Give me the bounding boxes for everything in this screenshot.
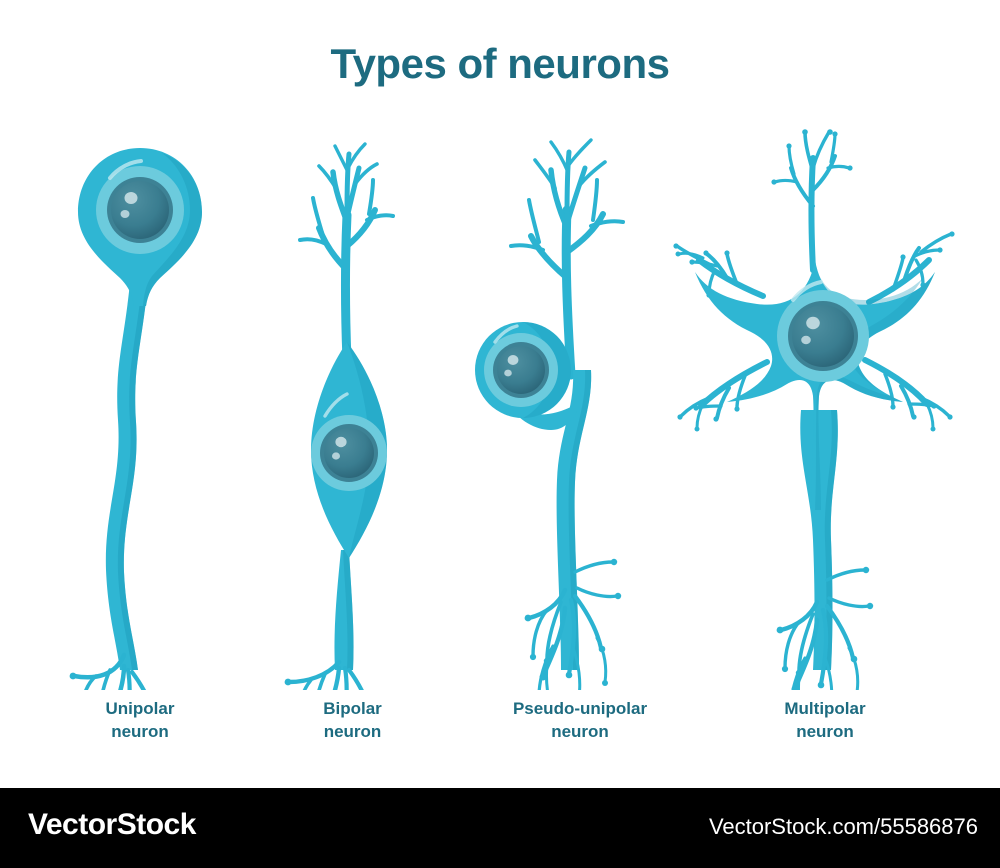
multipolar-neuron-icon [673,129,955,734]
stalk [509,406,577,430]
axon-shadow [343,550,354,670]
unipolar-neuron-figure [40,110,240,779]
bipolar-neuron-figure [255,110,450,782]
soma-gloss [791,280,823,302]
vectorstock-brand: VectorStock [28,808,196,841]
dendrites-upper-right [866,232,953,305]
dendrite-tree [298,142,395,365]
dendrite-bulbs-upper [771,129,853,185]
multipolar-neuron-figure [665,110,965,734]
soma-gloss [323,392,349,418]
soma-shadow [143,153,202,306]
pseudo-unipolar-neuron-icon [475,138,625,722]
caption-bipolar: Bipolar neuron [255,698,450,744]
soma-shadow [523,322,571,418]
nucleus [497,346,545,394]
axon-terminals [526,560,619,720]
dendrites-upper-left [675,244,766,299]
pseudo-unipolar-neuron-figure [455,110,670,722]
nucleus-highlight-large [335,436,347,448]
nucleus [324,428,374,478]
axon [105,260,150,670]
nucleus-highlight-small [120,210,130,218]
dendrite-bulbs-lower-right [890,403,953,432]
dendrite-bulbs-lower-left [677,405,740,432]
soma [695,260,935,510]
caption-bipolar-line1: Bipolar [323,699,382,718]
unipolar-neuron-icon [69,148,202,779]
caption-pseudo-unipolar-line1: Pseudo-unipolar [512,699,648,718]
nucleus [111,181,169,239]
dendrites-lower-left [679,359,770,430]
dendrite-tree [509,138,625,380]
page-title: Types of neurons [330,40,670,87]
nucleus-highlight-small [504,369,512,377]
caption-bipolar-line2: neuron [323,721,382,741]
caption-multipolar: Multipolar neuron [680,698,970,744]
nucleus-highlight-large [124,192,138,204]
axon-shadow [117,260,150,670]
dendrites-lower-right [862,357,951,430]
axon-terminals [286,659,393,780]
bipolar-neuron-icon [284,142,396,782]
caption-multipolar-line2: neuron [796,721,854,741]
caption-pseudo-unipolar-line2: neuron [551,721,609,741]
nucleus-highlight-large [507,355,519,365]
illustration-canvas: Types of neurons [40,40,970,782]
soma-gloss [108,159,143,180]
vectorstock-url: VectorStock.com/55586876 [708,814,978,839]
dendrites-upper [773,130,851,273]
nucleus [792,305,854,367]
caption-unipolar-line2: neuron [111,721,169,741]
nucleus-highlight-small [332,452,340,460]
watermark-bar [0,788,1000,868]
caption-unipolar-line1: Unipolar [105,699,175,718]
caption-pseudo-unipolar: Pseudo-unipolar neuron [450,698,710,744]
caption-multipolar-line1: Multipolar [784,699,866,718]
nucleus-highlight-small [801,335,811,345]
axon-terminals [71,652,174,776]
soma-gloss [493,324,519,344]
nucleus-highlight-large [806,316,820,330]
caption-unipolar: Unipolar neuron [40,698,240,744]
